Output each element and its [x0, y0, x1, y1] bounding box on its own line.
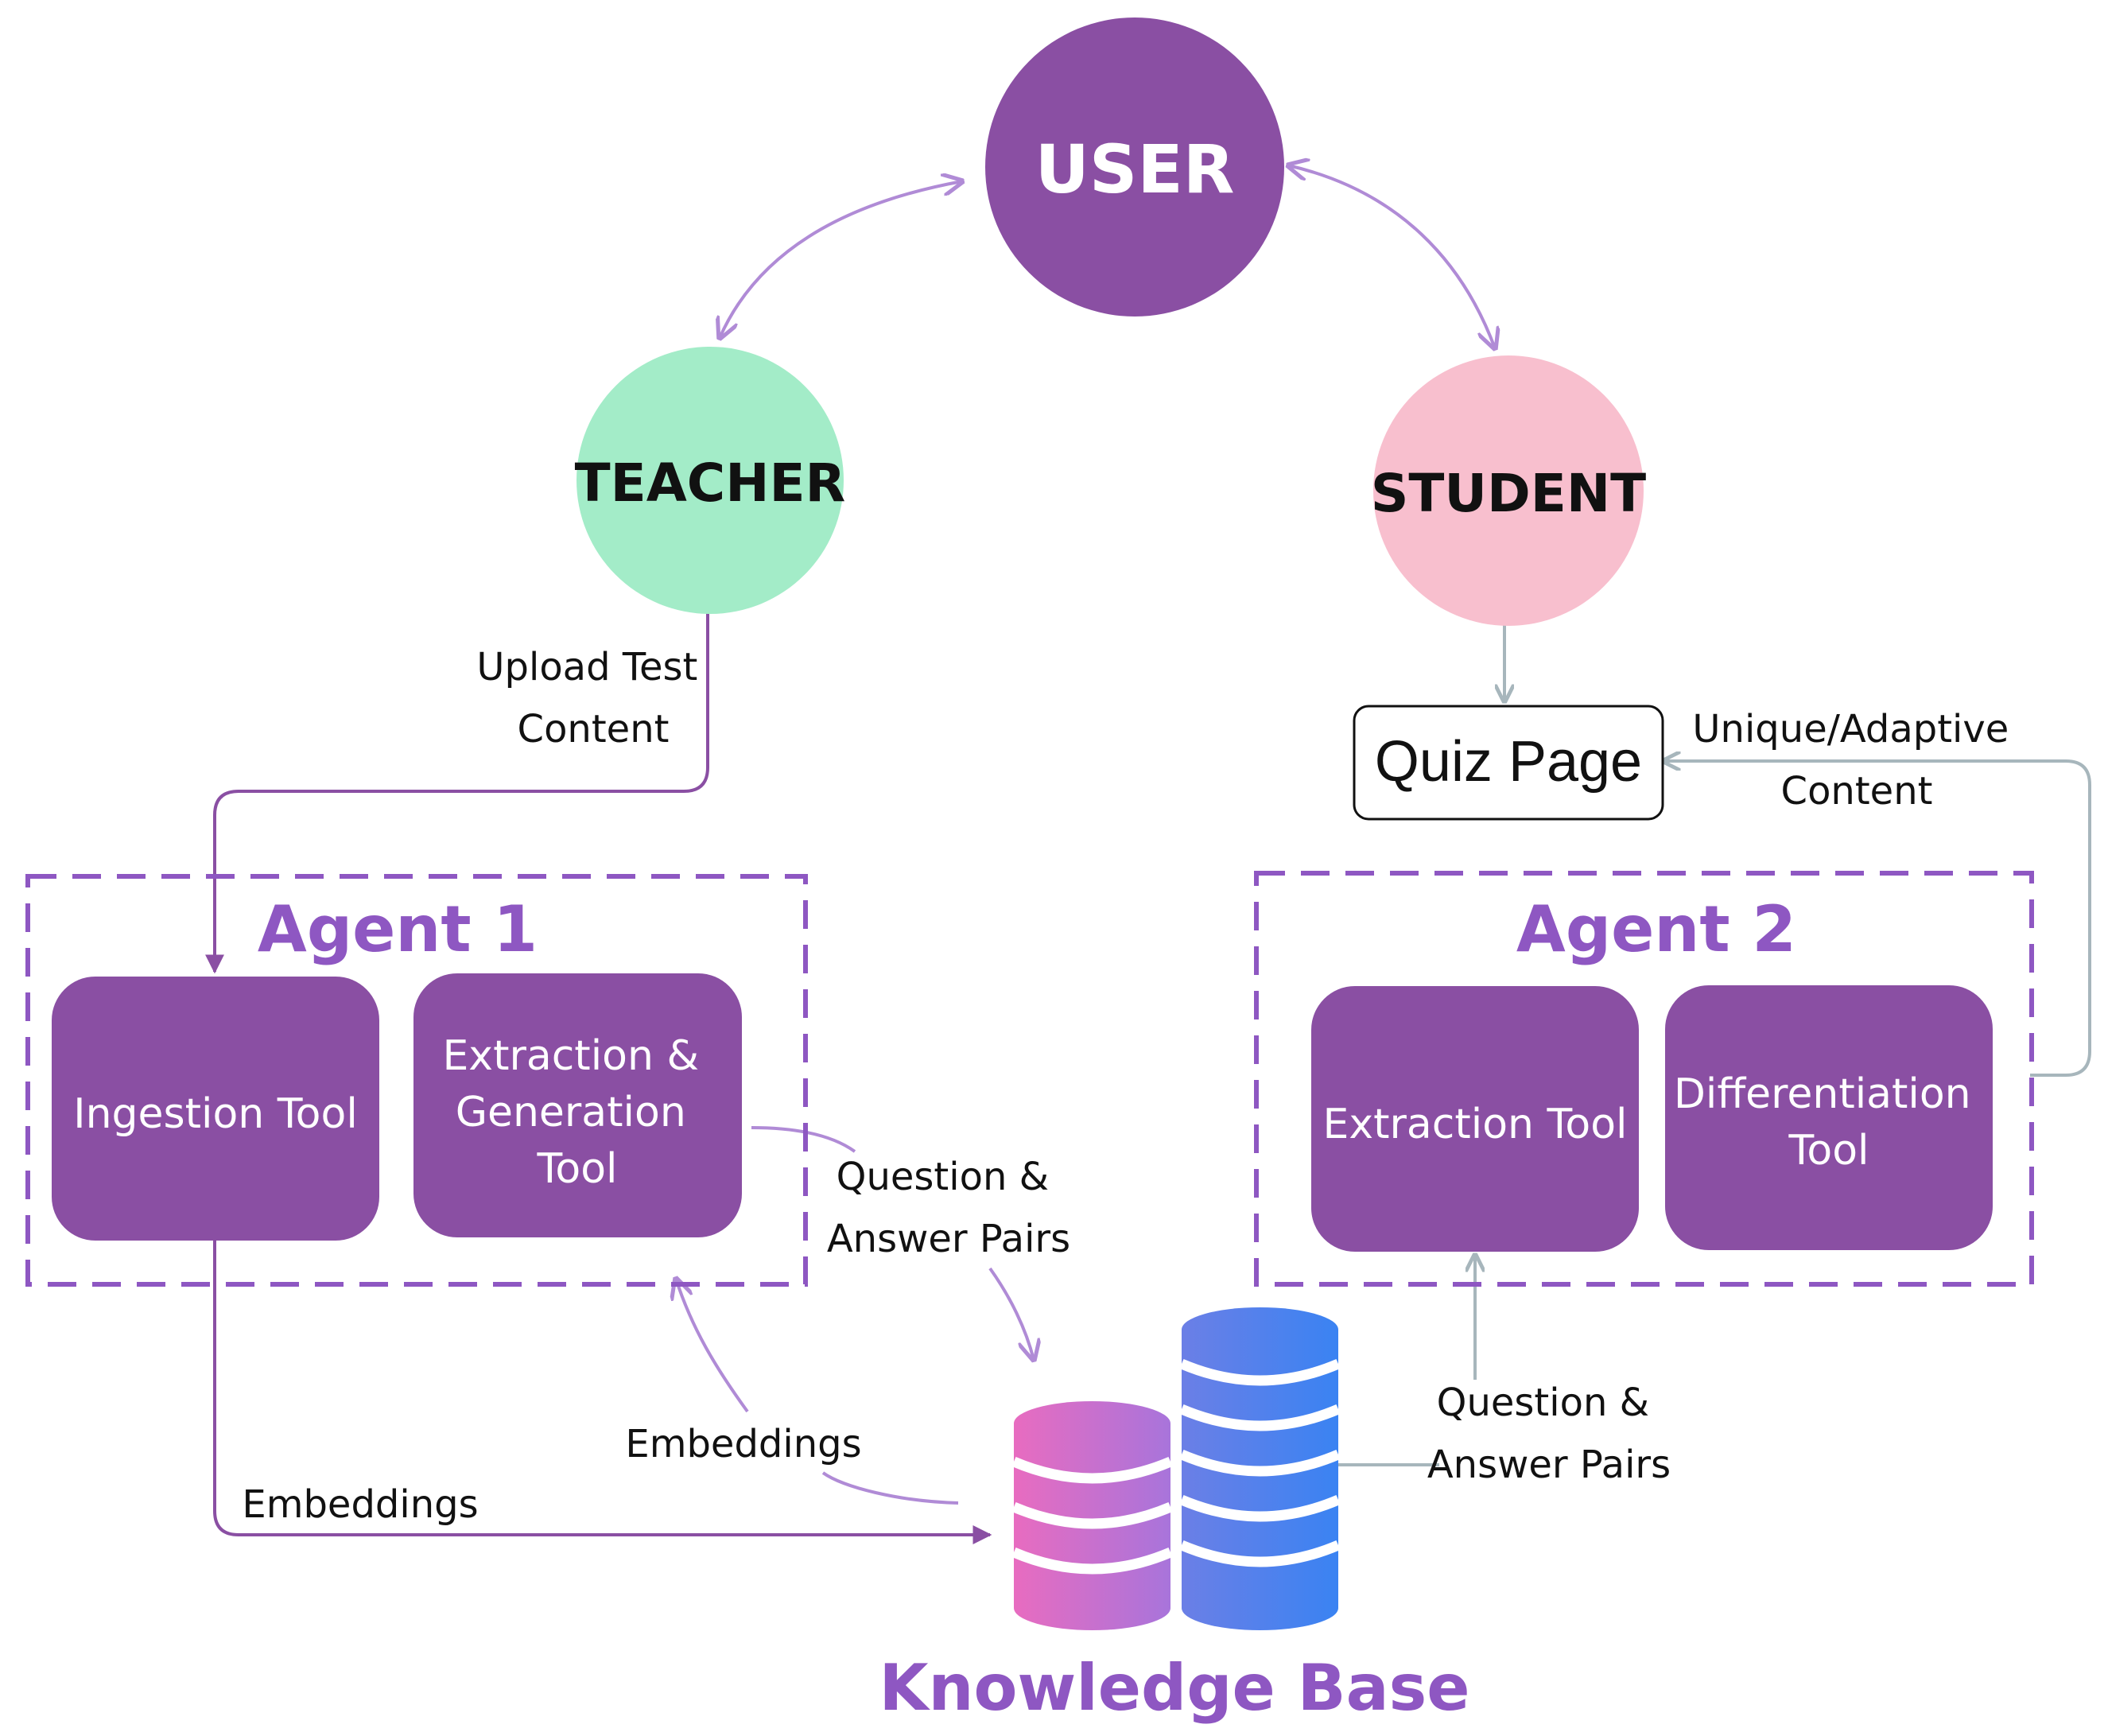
- extraction-generation-line-1: Extraction &: [442, 1032, 699, 1080]
- extraction-tool-box: [1311, 986, 1639, 1252]
- differentiation-tool-box: [1665, 985, 1993, 1250]
- agent1-container: [25, 874, 808, 1287]
- ingestion-tool-box: [52, 977, 379, 1241]
- quiz-page-label: Quiz Page: [1375, 730, 1642, 794]
- teacher-node: [576, 347, 844, 614]
- extraction-generation-line-3: Tool: [536, 1145, 617, 1193]
- agent2-title: Agent 2: [1516, 892, 1796, 966]
- qa-right-line-1: Question &: [1437, 1381, 1649, 1425]
- ingestion-tool-label: Ingestion Tool: [73, 1090, 358, 1138]
- edge-ingestion-kb: [213, 1241, 992, 1544]
- knowledge-base-icon: [1011, 1307, 1341, 1630]
- quiz-page-node: [1353, 705, 1664, 821]
- user-node: [985, 17, 1284, 317]
- edge-extraction-kb: [751, 1126, 856, 1153]
- teacher-label: TEACHER: [575, 452, 846, 514]
- edge-teacher-ingestion: [205, 611, 709, 974]
- extraction-generation-line-2: Generation: [456, 1089, 686, 1136]
- extraction-generation-tool-box: [413, 973, 742, 1237]
- student-label: STUDENT: [1371, 463, 1646, 524]
- edge-differentiation-quiz: [1663, 761, 2091, 1077]
- edge-kb-agent1-embeddings: [821, 1471, 959, 1505]
- qa-left-line-1: Question &: [837, 1155, 1049, 1199]
- knowledge-base-stack-left: [1011, 1401, 1173, 1630]
- edge-embeddings-up: [676, 1279, 749, 1413]
- differentiation-line-2: Tool: [1788, 1127, 1869, 1175]
- upload-line-2: Content: [518, 707, 670, 751]
- embeddings-upper-label: Embeddings: [625, 1422, 861, 1466]
- unique-adaptive-content-label: Unique/Adaptive Content: [1692, 707, 2021, 814]
- user-label: USER: [1035, 130, 1235, 208]
- edge-qa-to-kb: [988, 1267, 1034, 1360]
- knowledge-base-stack-right: [1179, 1307, 1341, 1630]
- upload-line-1: Upload Test: [476, 645, 697, 689]
- unique-line-2: Content: [1781, 769, 1933, 814]
- differentiation-line-1: Differentiation: [1674, 1070, 1971, 1118]
- extraction-tool-label: Extraction Tool: [1323, 1101, 1628, 1148]
- qa-left-line-2: Answer Pairs: [827, 1217, 1070, 1261]
- agent2-container: [1254, 871, 2034, 1287]
- qa-right-line-2: Answer Pairs: [1427, 1443, 1671, 1487]
- differentiation-tool-label: Differentiation Tool: [1674, 1070, 1984, 1175]
- upload-test-content-label: Upload Test Content: [476, 645, 709, 751]
- unique-line-1: Unique/Adaptive: [1692, 707, 2009, 751]
- edge-user-teacher: [720, 181, 962, 338]
- edge-user-student: [1288, 165, 1495, 348]
- embeddings-lower-label: Embeddings: [242, 1482, 478, 1527]
- agent1-title: Agent 1: [258, 892, 538, 966]
- qa-pairs-right-label: Question & Answer Pairs: [1427, 1381, 1671, 1487]
- student-node: [1373, 355, 1644, 626]
- knowledge-base-title: Knowledge Base: [879, 1651, 1470, 1725]
- qa-pairs-left-label: Question & Answer Pairs: [827, 1155, 1070, 1261]
- extraction-generation-tool-label: Extraction & Generation Tool: [442, 1032, 712, 1193]
